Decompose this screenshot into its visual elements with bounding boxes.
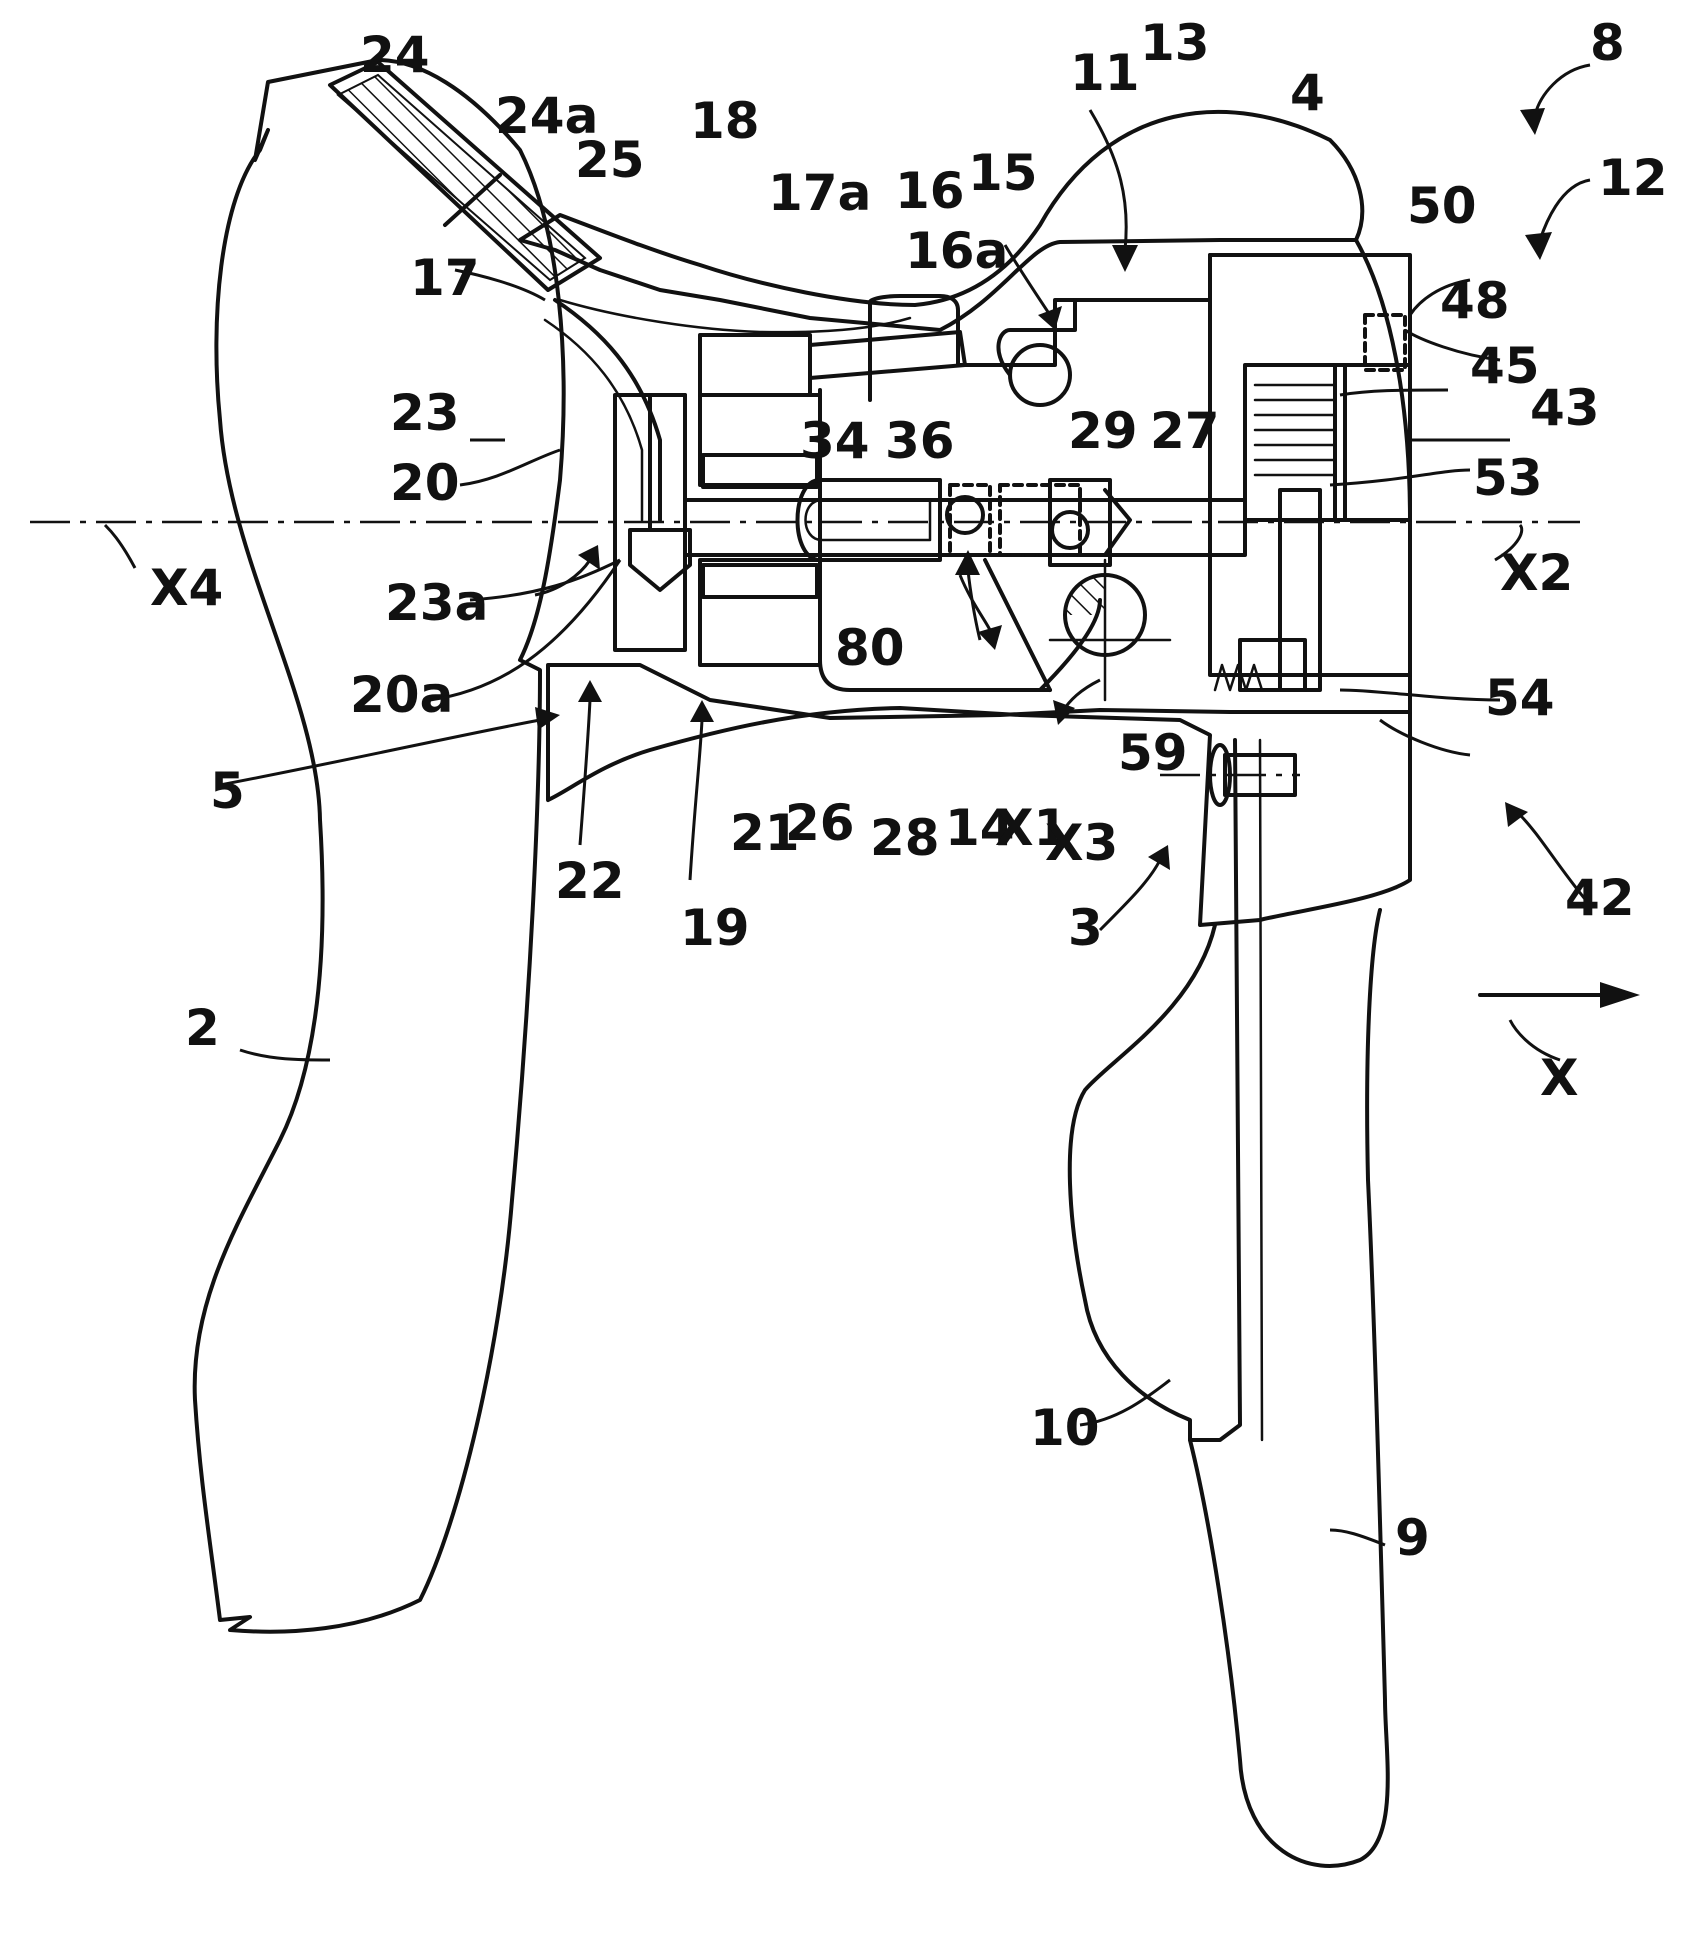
label-22: 22 bbox=[555, 852, 625, 910]
pin-20 bbox=[650, 395, 685, 530]
block-54 bbox=[1240, 640, 1305, 690]
label-4: 4 bbox=[1290, 64, 1325, 122]
cable-25 bbox=[555, 300, 660, 520]
label-X3: X3 bbox=[1045, 814, 1118, 872]
label-59: 59 bbox=[1118, 724, 1188, 782]
label-29: 29 bbox=[1068, 402, 1138, 460]
label-8: 8 bbox=[1590, 14, 1625, 72]
label-43: 43 bbox=[1530, 379, 1600, 437]
label-42: 42 bbox=[1565, 869, 1635, 927]
ball-36 bbox=[947, 497, 983, 533]
label-X2: X2 bbox=[1500, 544, 1573, 602]
label-36: 36 bbox=[885, 412, 955, 470]
label-11: 11 bbox=[1070, 44, 1140, 102]
label-25: 25 bbox=[575, 131, 645, 189]
seat-20a bbox=[630, 530, 690, 590]
label-3: 3 bbox=[1068, 899, 1103, 957]
label-16a: 16a bbox=[905, 222, 1008, 280]
block-42 bbox=[1210, 255, 1410, 675]
bushing-26b bbox=[703, 565, 817, 597]
label-17a: 17a bbox=[768, 164, 871, 222]
label-54: 54 bbox=[1485, 669, 1555, 727]
block-45 bbox=[1245, 365, 1345, 520]
label-48: 48 bbox=[1440, 272, 1510, 330]
label-24: 24 bbox=[360, 26, 430, 84]
label-X: X bbox=[1540, 1049, 1579, 1107]
brake-lever-9 bbox=[1070, 910, 1388, 1866]
label-9: 9 bbox=[1395, 1509, 1430, 1567]
spring-16 bbox=[810, 332, 965, 378]
shift-lever-10-inner bbox=[1260, 740, 1262, 1440]
label-15: 15 bbox=[968, 144, 1038, 202]
pivot-14-hatch bbox=[1065, 575, 1105, 615]
direction-arrowhead bbox=[1600, 982, 1640, 1008]
label-34: 34 bbox=[800, 412, 870, 470]
recess-16a bbox=[1010, 345, 1070, 405]
label-16: 16 bbox=[895, 162, 965, 220]
label-23a: 23a bbox=[385, 574, 488, 632]
label-26: 26 bbox=[785, 794, 855, 852]
shift-lever-10 bbox=[1190, 740, 1240, 1440]
label-X4: X4 bbox=[150, 559, 223, 617]
housing-outline bbox=[1356, 240, 1410, 712]
label-5: 5 bbox=[210, 762, 245, 820]
handlebar-body bbox=[195, 60, 564, 1632]
spring-45 bbox=[1255, 385, 1335, 475]
label-2: 2 bbox=[185, 999, 220, 1057]
label-27: 27 bbox=[1150, 402, 1220, 460]
label-17: 17 bbox=[410, 249, 480, 307]
label-28: 28 bbox=[870, 809, 940, 867]
lever-link-28 bbox=[985, 560, 1050, 690]
block-48 bbox=[1365, 315, 1405, 370]
holder-29 bbox=[1000, 485, 1080, 555]
label-19: 19 bbox=[680, 899, 750, 957]
label-20a: 20a bbox=[350, 666, 453, 724]
block-19-lower bbox=[700, 560, 820, 665]
ball-29 bbox=[1052, 512, 1088, 548]
label-18: 18 bbox=[690, 92, 760, 150]
label-10: 10 bbox=[1030, 1399, 1100, 1457]
shaft-21 bbox=[685, 500, 1245, 555]
label-50: 50 bbox=[1407, 177, 1477, 235]
label-53: 53 bbox=[1473, 449, 1543, 507]
label-13: 13 bbox=[1140, 14, 1210, 72]
label-12: 12 bbox=[1598, 149, 1668, 207]
slot-34-inner bbox=[806, 500, 931, 540]
label-80: 80 bbox=[835, 619, 905, 677]
part-17a bbox=[700, 335, 810, 395]
label-20: 20 bbox=[390, 454, 460, 512]
label-23: 23 bbox=[390, 384, 460, 442]
